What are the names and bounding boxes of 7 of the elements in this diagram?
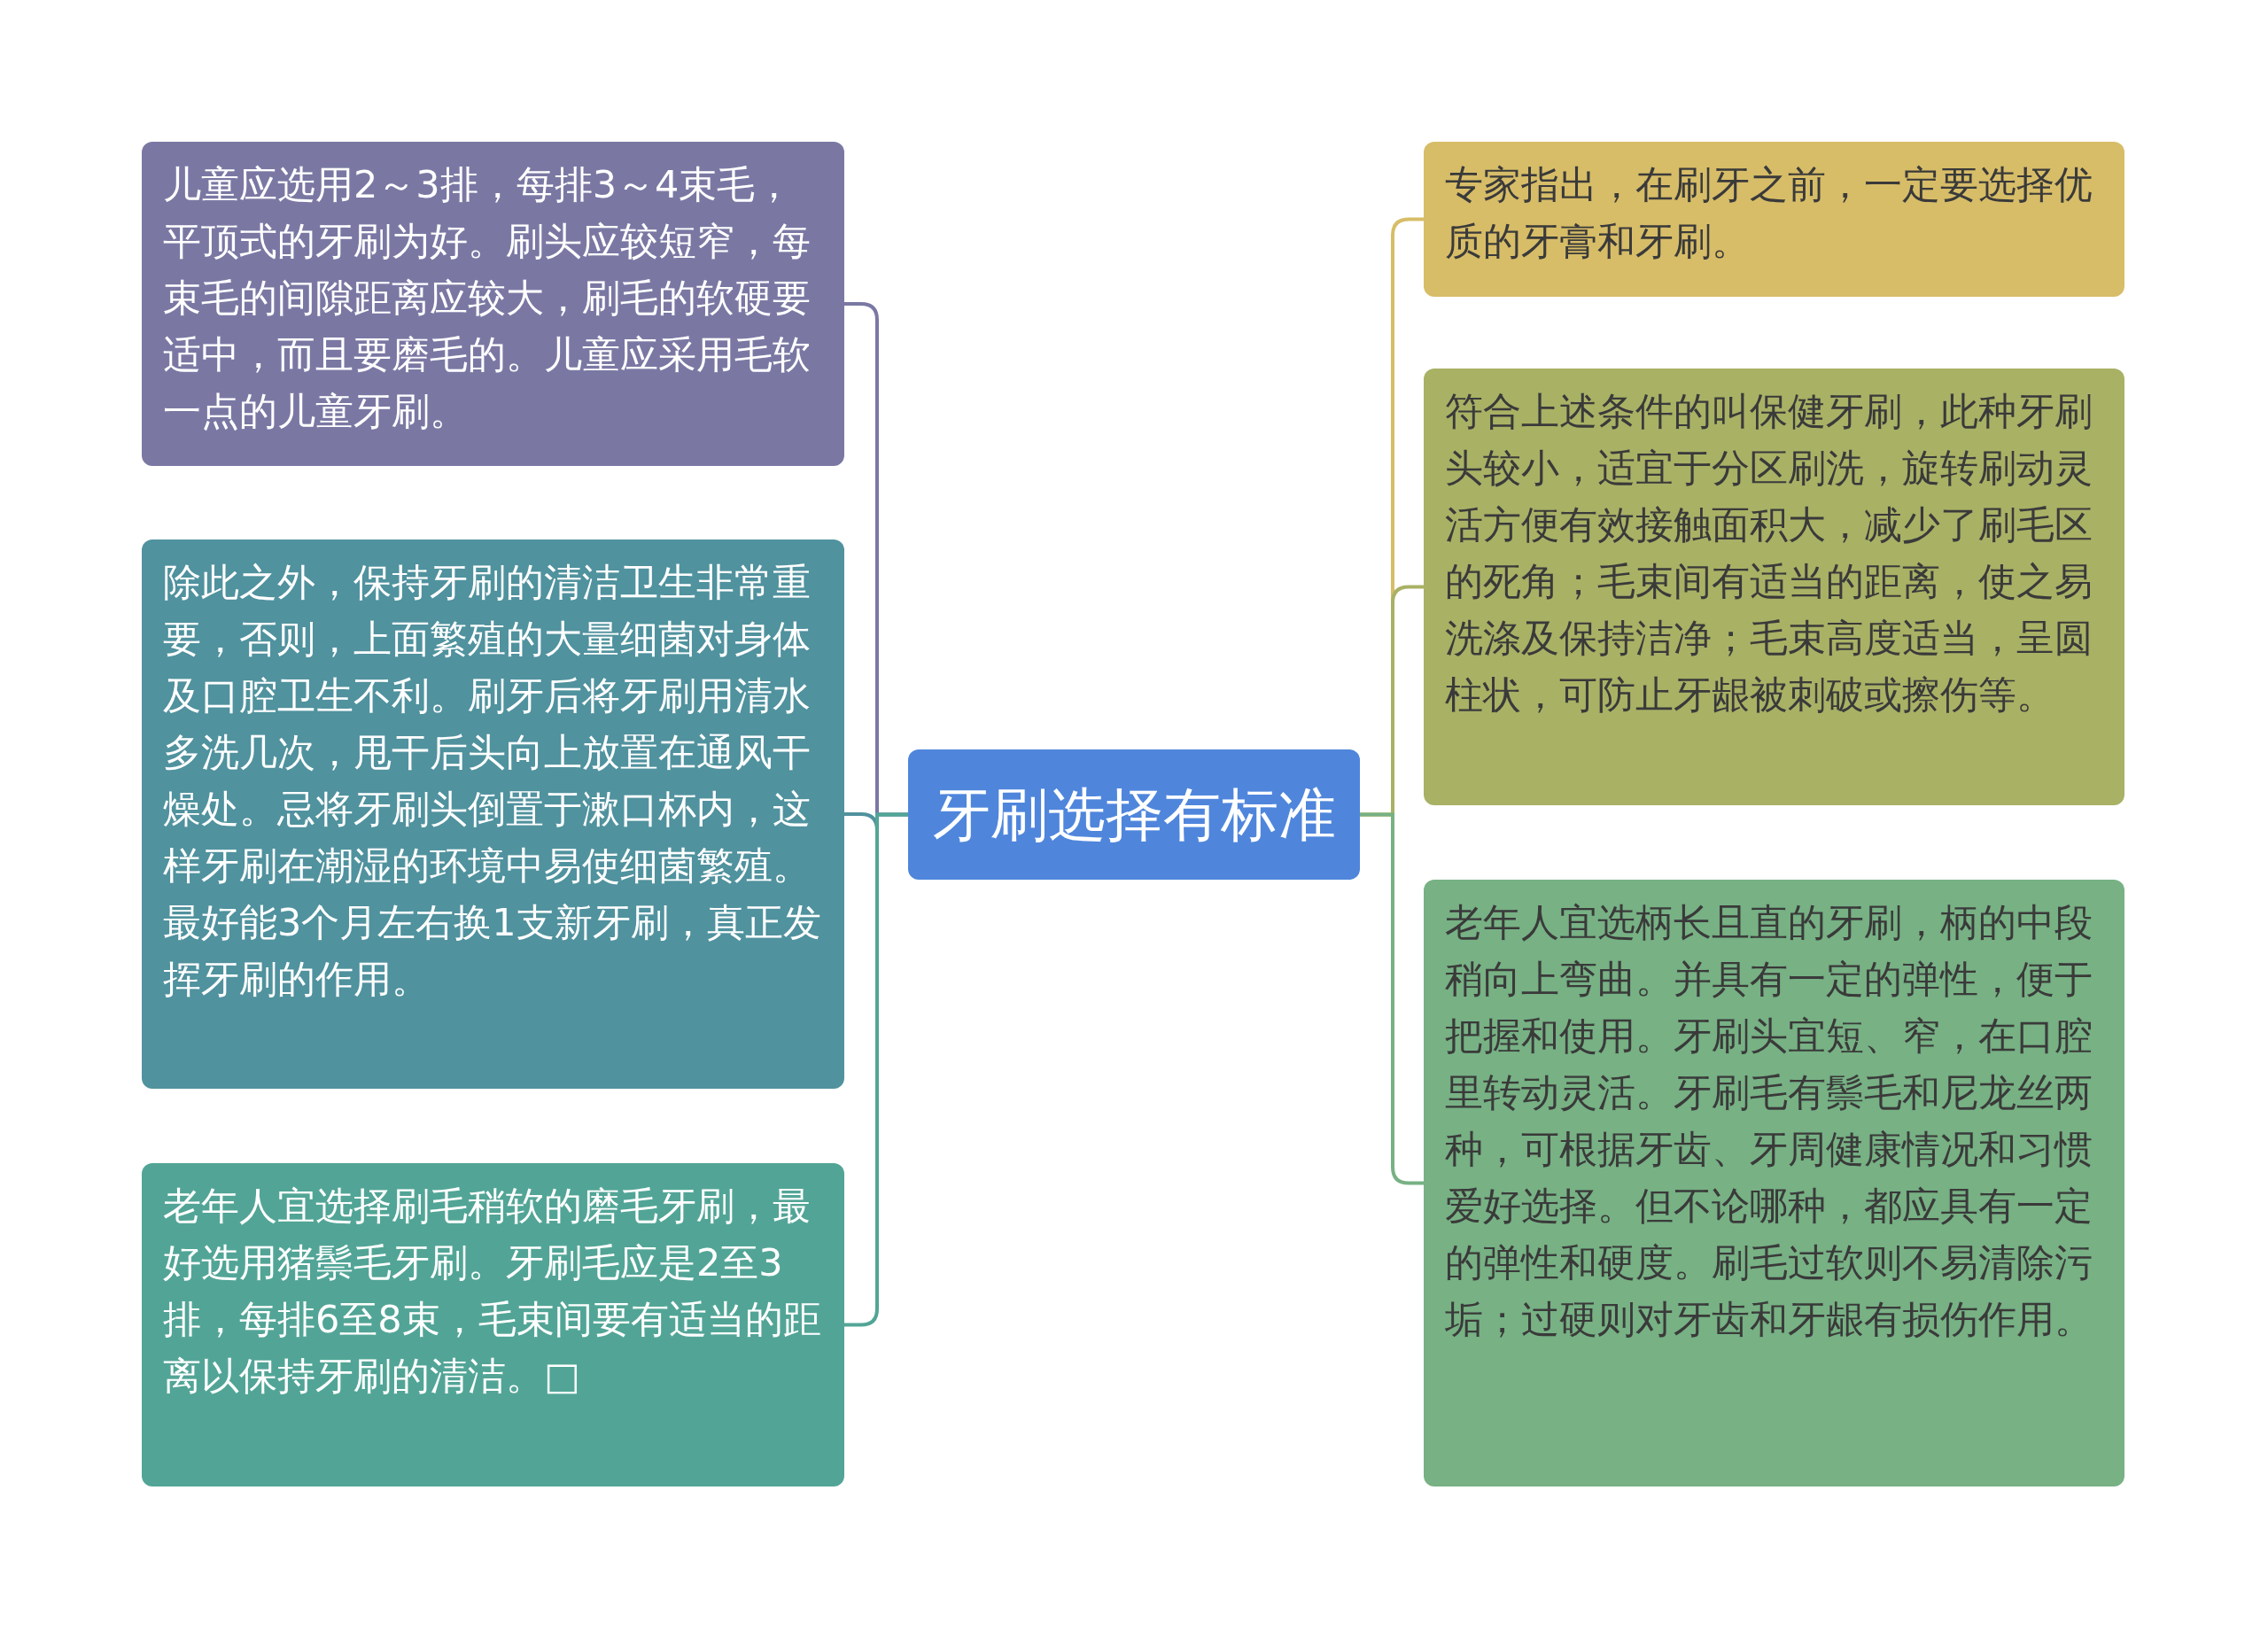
note-box: 符合上述条件的叫保健牙刷，此种牙刷头较小，适宜于分区刷洗，旋转刷动灵活方便有效接触面积大，减少了刷毛区的死角；毛束间有适当的距离，使之易洗涤及保持洁净；毛束高度适当，呈圆柱状，可防止牙龈被刺破或擦伤等。	[1424, 369, 2124, 805]
topic-box: 牙刷选择有标准	[908, 749, 1360, 880]
note-box: 儿童应选用2～3排，每排3～4束毛，平顶式的牙刷为好。刷头应较短窄，每束毛的间隙距离应较大，刷毛的软硬要适中，而且要磨毛的。儿童应采用毛软一点的儿童牙刷。	[142, 142, 844, 466]
note-box: 除此之外，保持牙刷的清洁卫生非常重要，否则，上面繁殖的大量细菌对身体及口腔卫生不利。刷牙后将牙刷用清水多洗几次，甩干后头向上放置在通风干燥处。忌将牙刷头倒置于漱口杯内，这样牙刷在潮湿的环境中易使细菌繁殖。最好能3个月左右换1支新牙刷，真正发挥牙刷的作用。	[142, 539, 844, 1089]
note-box: 老年人宜选择刷毛稍软的磨毛牙刷，最好选用猪鬃毛牙刷。牙刷毛应是2至3排，每排6至8束，毛束间要有适当的距离以保持牙刷的清洁。□	[142, 1163, 844, 1486]
note-box: 老年人宜选柄长且直的牙刷，柄的中段稍向上弯曲。并具有一定的弹性，便于把握和使用。牙刷头宜短、窄，在口腔里转动灵活。牙刷毛有鬃毛和尼龙丝两种，可根据牙齿、牙周健康情况和习惯爱好选择。但不论哪种，都应具有一定的弹性和硬度。刷毛过软则不易清除污垢；过硬则对牙齿和牙龈有损伤作用。	[1424, 880, 2124, 1486]
note-box: 专家指出，在刷牙之前，一定要选择优质的牙膏和牙刷。	[1424, 142, 2124, 297]
